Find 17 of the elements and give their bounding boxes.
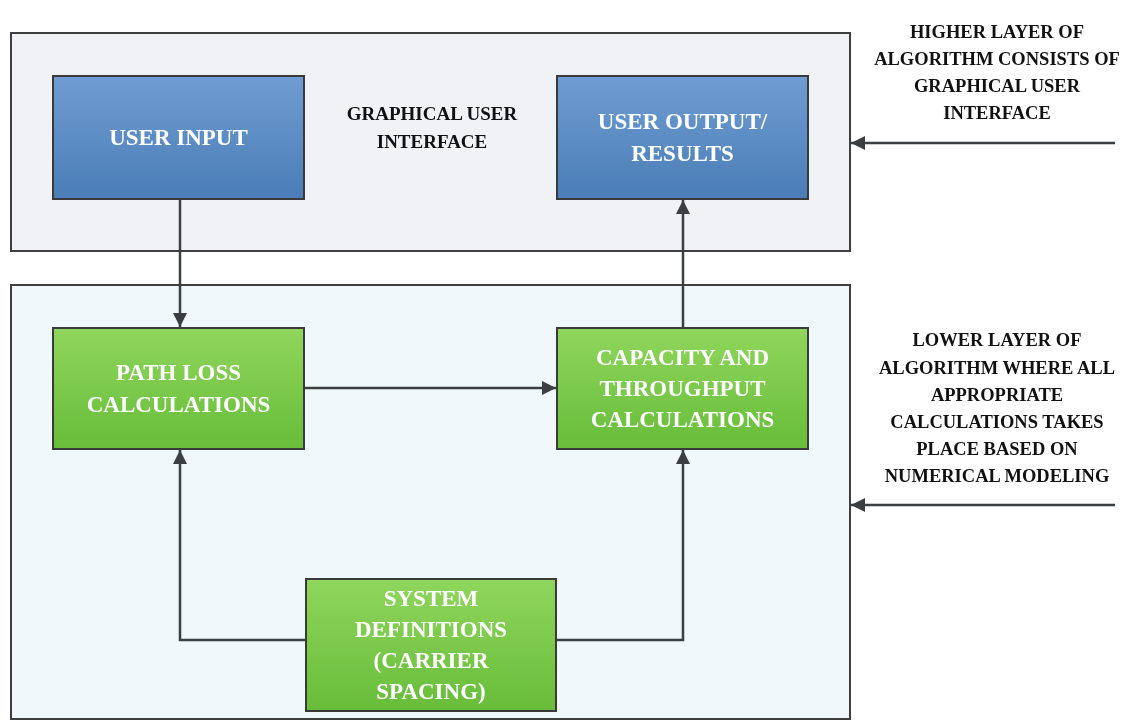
arrow [173, 450, 305, 642]
annotation-text: HIGHER LAYER OF ALGORITHM CONSISTS OF GRAPHICAL USER INTERFACE [873, 20, 1121, 126]
process-box: SYSTEM DEFINITIONS (CARRIER SPACING) [305, 578, 557, 712]
arrow [676, 200, 690, 327]
arrow [173, 200, 187, 327]
process-box: PATH LOSS CALCULATIONS [52, 327, 305, 450]
process-box: CAPACITY AND THROUGHPUT CALCULATIONS [556, 327, 809, 450]
layer-panel [10, 32, 851, 252]
arrow [851, 498, 1115, 512]
process-box: USER OUTPUT/ RESULTS [556, 75, 809, 200]
process-box: USER INPUT [52, 75, 305, 200]
arrow [851, 136, 1115, 150]
annotation-text: LOWER LAYER OF ALGORITHM WHERE ALL APPROPRIATE CALCULATIONS TAKES PLACE BASED ON NUMERICAL MODELING [877, 329, 1117, 489]
panel-title: GRAPHICAL USER INTERFACE [345, 102, 519, 154]
layer-panel [10, 284, 851, 720]
arrow [305, 381, 556, 395]
arrow [557, 450, 690, 642]
